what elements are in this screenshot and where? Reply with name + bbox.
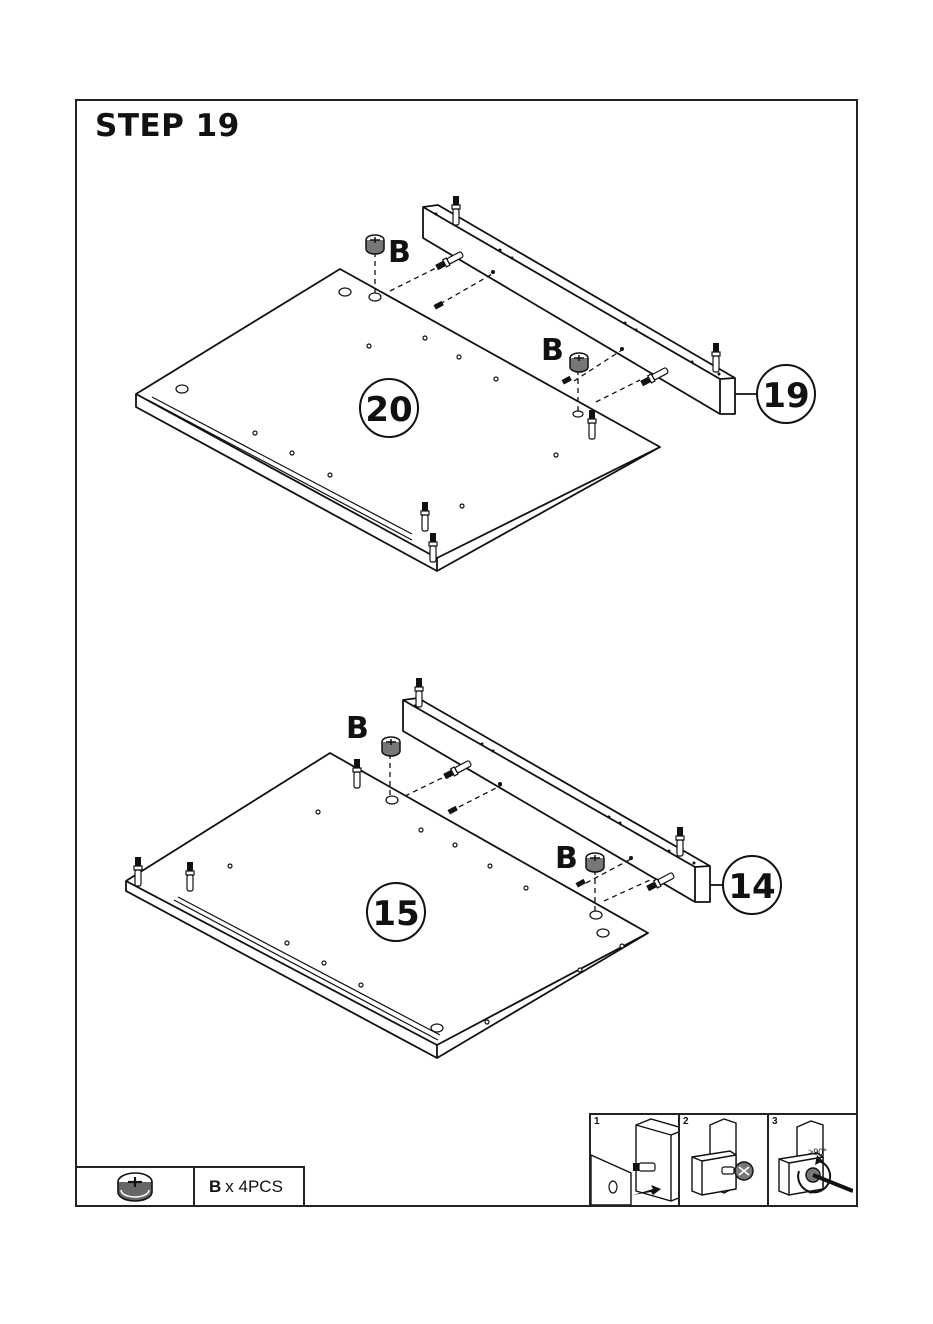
- instruction-step-number: 1: [594, 1116, 600, 1127]
- cam-lock-instructions: 1 2 3 >90°: [589, 1113, 858, 1207]
- fastener-label-b: B: [541, 333, 564, 368]
- svg-text:14: 14: [728, 867, 775, 907]
- instruction-step-1: 1: [591, 1115, 680, 1205]
- bottom-panel-number-callout: 15: [367, 883, 425, 941]
- tighten-cam-illustration: [769, 1115, 853, 1205]
- svg-text:19: 19: [762, 376, 809, 416]
- svg-text:15: 15: [372, 894, 419, 934]
- insert-bolt-illustration: [591, 1115, 680, 1205]
- instruction-step-number: 2: [683, 1116, 689, 1127]
- fastener-label-b: B: [346, 711, 369, 746]
- parts-quantity: B x 4PCS: [195, 1168, 303, 1205]
- svg-text:20: 20: [365, 390, 412, 430]
- instruction-step-2: 2: [680, 1115, 769, 1205]
- rotation-angle-label: >90°: [808, 1147, 827, 1157]
- instruction-step-3: 3 >90°: [769, 1115, 856, 1205]
- part-quantity-text: x 4PCS: [225, 1177, 283, 1197]
- parts-list: B x 4PCS: [75, 1166, 305, 1207]
- fastener-label-b: B: [388, 235, 411, 270]
- bottom-rail-number-callout: 14: [710, 856, 781, 914]
- instruction-step-number: 3: [772, 1116, 778, 1127]
- insert-cam-illustration: [680, 1115, 764, 1205]
- top-rail-number-callout: 19: [735, 365, 815, 423]
- fastener-label-b: B: [555, 841, 578, 876]
- part-code: B: [209, 1177, 221, 1197]
- cam-lock-icon: [77, 1168, 195, 1205]
- top-panel-number-callout: 20: [360, 379, 418, 437]
